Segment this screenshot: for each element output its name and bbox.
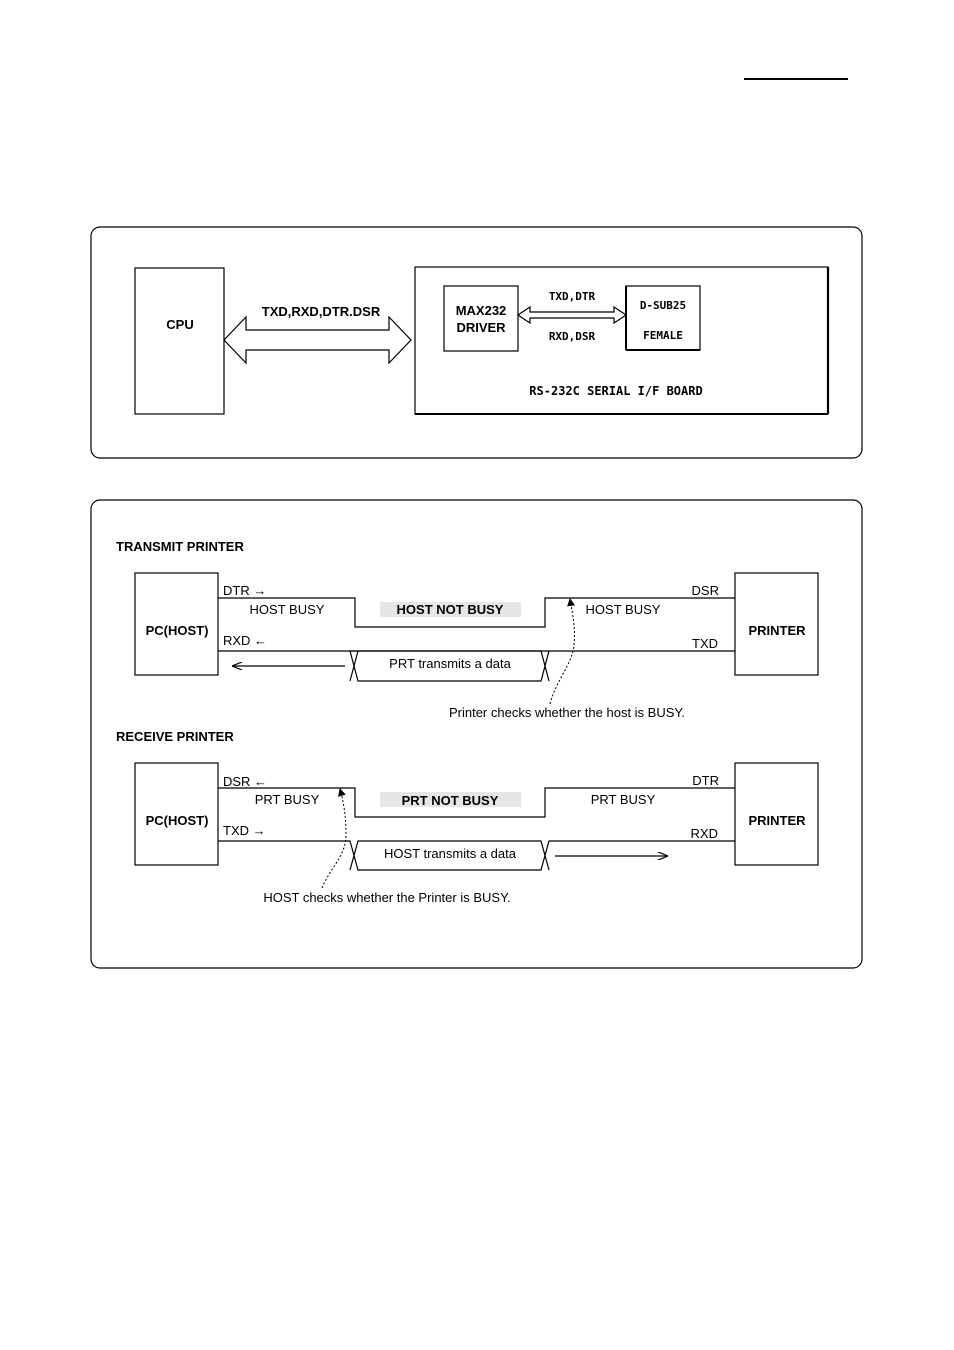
receive-host-box — [134, 762, 219, 866]
receive-host-label: PC(HOST) — [146, 813, 209, 828]
transmit-check-pointer — [549, 598, 576, 705]
receive-note: HOST checks whether the Printer is BUSY. — [263, 890, 510, 905]
top-signals-label: TXD,DTR — [549, 290, 596, 303]
cpu-box — [134, 267, 225, 415]
receive-printer-box — [734, 762, 819, 866]
transmit-data-label: PRT transmits a data — [389, 656, 511, 671]
max232-driver-box — [443, 285, 519, 352]
transmit-dtr-label: DTR → — [223, 583, 266, 598]
receive-not-busy-highlight — [380, 792, 521, 807]
transmit-rxd-label: RXD ← — [223, 633, 267, 648]
transmit-data-line — [218, 650, 735, 682]
receive-data-line — [218, 840, 735, 871]
transmit-host-label: PC(HOST) — [146, 623, 209, 638]
transmit-printer-label: PRINTER — [748, 623, 806, 638]
transmit-note: Printer checks whether the host is BUSY. — [449, 705, 685, 720]
transmit-printer-box — [734, 572, 819, 676]
receive-check-pointer — [321, 788, 347, 889]
driver-label-line1: MAX232 — [456, 303, 507, 318]
transmit-not-busy-highlight — [380, 602, 521, 617]
receive-busy-left-label: PRT BUSY — [255, 792, 320, 807]
transmit-host-box — [134, 572, 219, 676]
transmit-txd-label: TXD — [692, 636, 718, 651]
receive-busy-signal — [218, 787, 735, 818]
receive-busy-right-label: PRT BUSY — [591, 792, 656, 807]
cpu-label: CPU — [166, 317, 193, 332]
receive-printer-label: PRINTER — [748, 813, 806, 828]
transmit-dsr-label: DSR — [692, 583, 719, 598]
bottom-signals-label: RXD,DSR — [549, 330, 596, 343]
connector-label-line1: D-SUB25 — [640, 299, 686, 312]
transmit-not-busy-label: HOST NOT BUSY — [397, 602, 504, 617]
board-label: RS-232C SERIAL I/F BOARD — [529, 384, 702, 398]
receive-dtr-label: DTR — [692, 773, 719, 788]
transmit-busy-right-label: HOST BUSY — [586, 602, 661, 617]
transmit-busy-signal — [218, 597, 735, 628]
receive-txd-label: TXD → — [223, 823, 266, 838]
timing-diagram-frame — [90, 499, 863, 969]
transmit-busy-left-label: HOST BUSY — [250, 602, 325, 617]
block-diagram-frame — [90, 226, 863, 459]
receive-dsr-label: DSR ← — [223, 774, 267, 789]
bus-double-arrow — [223, 315, 412, 365]
dsub25-box — [625, 285, 701, 351]
receive-not-busy-label: PRT NOT BUSY — [402, 793, 499, 808]
receive-rxd-label: RXD — [691, 826, 718, 841]
bus-label: TXD,RXD,DTR.DSR — [262, 304, 381, 319]
driver-label-line2: DRIVER — [456, 320, 506, 335]
connector-label-line2: FEMALE — [643, 329, 683, 342]
receive-data-label: HOST transmits a data — [384, 846, 517, 861]
receive-title: RECEIVE PRINTER — [116, 729, 234, 744]
transmit-title: TRANSMIT PRINTER — [116, 539, 244, 554]
